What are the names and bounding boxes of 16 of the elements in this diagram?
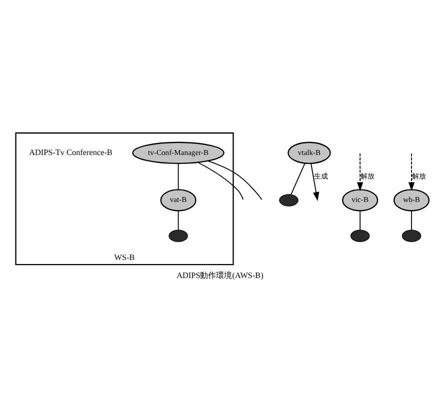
connector (207, 160, 262, 200)
connector (411, 210, 412, 230)
label: ADIPS-Tv Conference-B (29, 148, 112, 157)
node-circle (279, 194, 298, 206)
arrow (356, 152, 364, 191)
connector (290, 162, 306, 194)
node-circle (168, 229, 188, 242)
node-circle (350, 229, 370, 242)
connector (360, 210, 361, 230)
arrow (310, 162, 320, 200)
connector (198, 162, 244, 200)
arrow (408, 152, 415, 191)
connector (178, 210, 179, 230)
connector (178, 162, 179, 190)
caption: ADIPS動作環境(AWS-B) (176, 270, 264, 280)
node-circle (402, 229, 422, 242)
